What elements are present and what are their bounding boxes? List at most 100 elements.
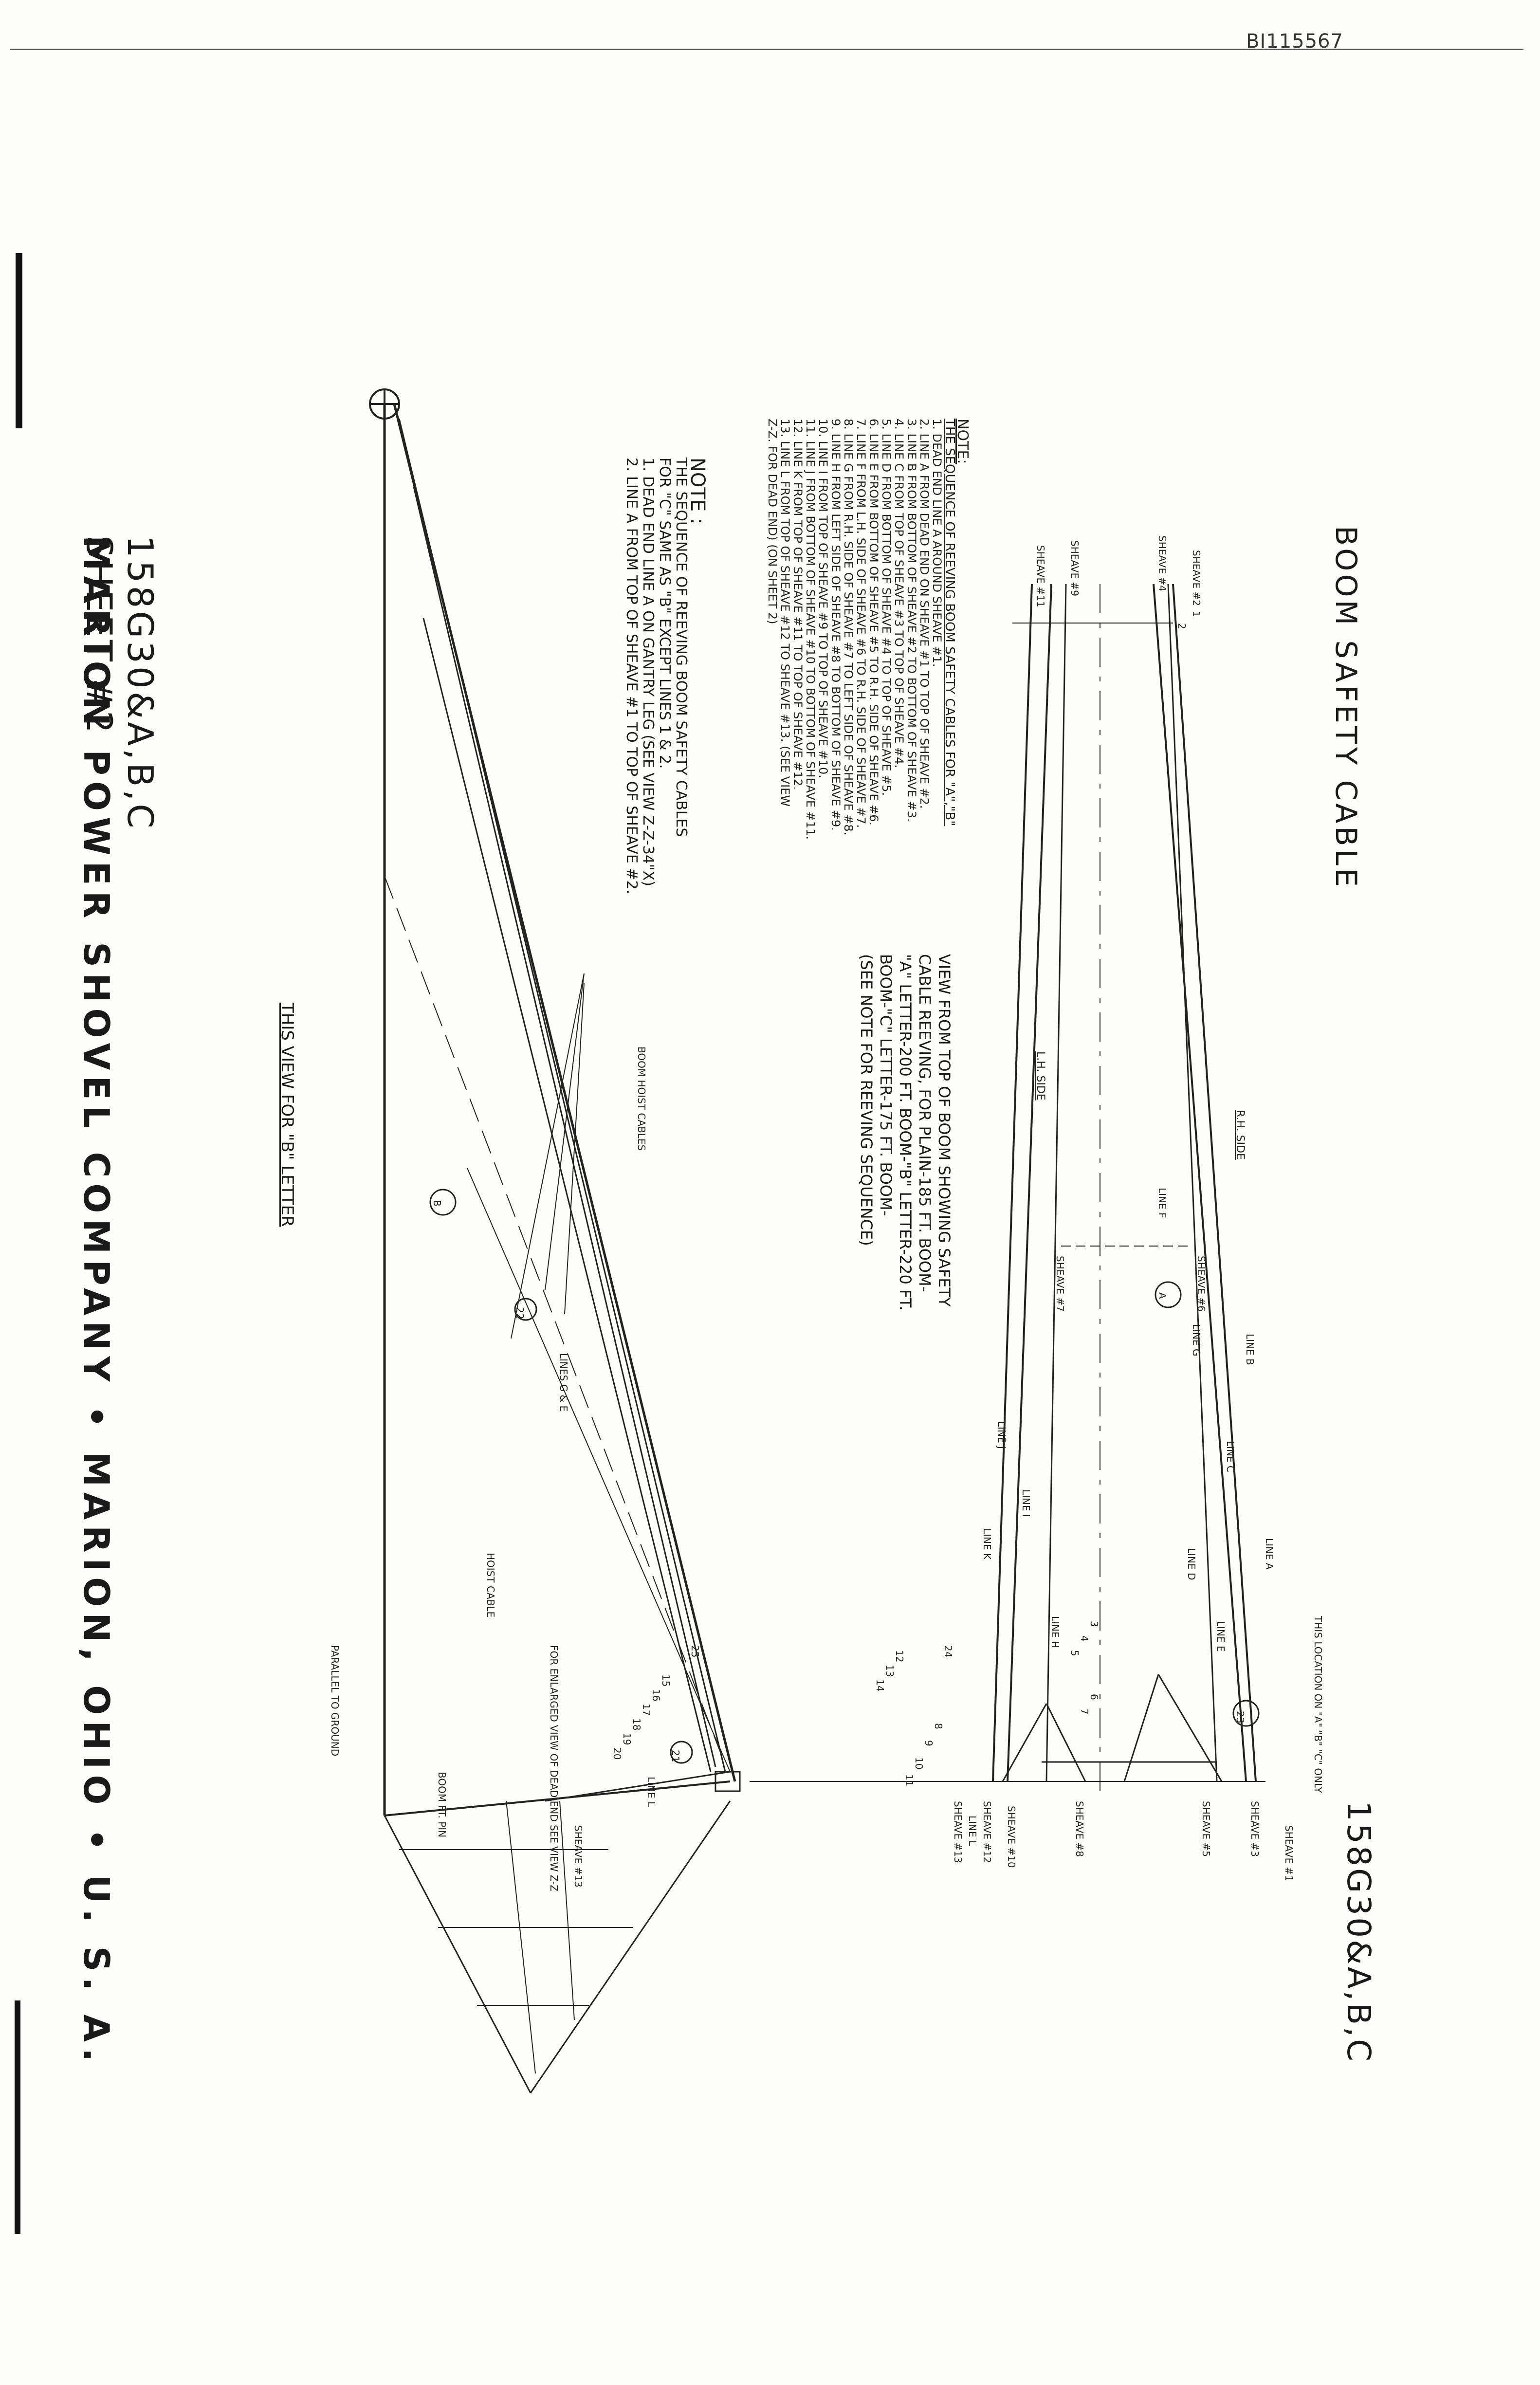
sheave-10-label: SHEAVE #10 <box>1006 1806 1017 1868</box>
caption-line: (SEE NOTE FOR REEVING SEQUENCE) <box>857 954 876 1246</box>
line-k-label: LINE K <box>981 1528 993 1560</box>
callout-13: 13 <box>884 1665 896 1677</box>
line-f-label: LINE F <box>1156 1188 1168 1218</box>
note-line: 8. LINE G FROM R.H. SIDE OF SHEAVE #7 TO… <box>842 419 855 836</box>
top-view-caption: VIEW FROM TOP OF BOOM SHOWING SAFETY CAB… <box>857 954 954 1311</box>
callout-16: 16 <box>650 1689 662 1702</box>
rh-side-label: R.H. SIDE <box>1234 1110 1246 1160</box>
enlarged-view-note: FOR ENLARGED VIEW OF DEAD END SEE VIEW Z… <box>548 1645 560 1891</box>
location-note: THIS LOCATION ON "A" "B" "C" ONLY <box>1312 1616 1324 1793</box>
note-line: 10. LINE I FROM TOP OF SHEAVE #9 TO TOP … <box>816 419 830 778</box>
callout-18: 18 <box>631 1718 642 1731</box>
sheave-12-label: SHEAVE #12 <box>981 1801 993 1863</box>
scan-mark-left-bottom <box>15 2000 20 2234</box>
callout-10: 10 <box>913 1757 925 1770</box>
callout-1: 1 <box>1191 611 1202 617</box>
callout-8: 8 <box>933 1723 944 1729</box>
callout-14: 14 <box>874 1679 886 1692</box>
note-line: Z-Z. FOR DEAD END) (ON SHEET 2) <box>766 419 779 624</box>
note-heading: NOTE: <box>954 419 971 464</box>
company-name: MARION POWER SHOVEL COMPANY • MARION, OH… <box>76 535 117 2068</box>
line-g-label: LINE G <box>1191 1324 1202 1357</box>
line-j-label: LINE J <box>996 1421 1008 1449</box>
note-line: 1. DEAD END LINE A AROUND SHEAVE #1. <box>930 419 944 667</box>
caption-line: BOOM-"C" LETTER-175 FT. BOOM- <box>877 954 895 1216</box>
sheet-number-right: 158G30&A,B,C <box>1340 1801 1377 2064</box>
callout-24: 24 <box>942 1645 954 1658</box>
sheave-13-label: SHEAVE #13 <box>952 1801 964 1863</box>
callout-25: 25 <box>689 1645 701 1658</box>
note2-line: FOR "C" SAME AS "B" EXCEPT LINES 1 & 2. <box>656 458 673 769</box>
hoist-cable-label: HOIST CABLE <box>485 1553 496 1618</box>
callout-b: B <box>431 1200 443 1207</box>
sheave-8-label: SHEAVE #8 <box>1074 1801 1085 1857</box>
callout-7: 7 <box>1079 1708 1090 1715</box>
note-line: 11. LINE J FROM BOTTOM OF SHEAVE #10 TO … <box>804 419 817 840</box>
top-rule <box>10 49 1523 50</box>
sheave-5-label: SHEAVE #5 <box>1200 1801 1212 1857</box>
note-subheading: THE SEQUENCE OF REEVING BOOM SAFETY CABL… <box>942 419 957 826</box>
sheave-3-label: SHEAVE #3 <box>1249 1801 1261 1857</box>
note-line: 9. LINE H FROM LEFT SIDE OF SHEAVE #8 TO… <box>829 419 843 831</box>
c-letter-reeving-note: NOTE : THE SEQUENCE OF REEVING BOOM SAFE… <box>623 458 709 895</box>
caption-line: "A" LETTER-200 FT. BOOM-"B" LETTER-220 F… <box>896 954 915 1311</box>
note-line: 12. LINE K FROM TOP OF SHEAVE #11 TO TOP… <box>791 419 805 790</box>
callout-a: A <box>1156 1292 1168 1299</box>
caption-line: VIEW FROM TOP OF BOOM SHOWING SAFETY <box>935 954 953 1307</box>
callout-17: 17 <box>641 1704 652 1716</box>
scan-mark-left-top <box>16 253 22 428</box>
callout-22: 22 <box>514 1307 526 1320</box>
sheave-7-label: SHEAVE #7 <box>1054 1256 1066 1312</box>
note2-line: 1. DEAD END LINE A ON GANTRY LEG (SEE VI… <box>640 458 657 886</box>
note2-heading: NOTE : <box>686 458 709 525</box>
parallel-to-ground-label: PARALLEL TO GROUND <box>329 1645 341 1757</box>
note-line: 2. LINE A FROM DEAD END ON SHEAVE #1 TO … <box>917 419 931 809</box>
callout-23: 23 <box>1234 1711 1246 1724</box>
sheave-4-label: SHEAVE #4 <box>1156 535 1168 591</box>
callout-2: 2 <box>1176 623 1188 629</box>
note-line: 6. LINE E FROM BOTTOM OF SHEAVE #5 TO R.… <box>867 419 880 826</box>
line-i-label: LINE I <box>1020 1489 1032 1517</box>
callout-5: 5 <box>1069 1650 1081 1656</box>
sheave-6-label: SHEAVE #6 <box>1195 1256 1207 1312</box>
note-line: 7. LINE F FROM L.H. SIDE OF SHEAVE #6 TO… <box>854 419 868 828</box>
caption-line: CABLE REEVING, FOR PLAIN-185 FT. BOOM- <box>916 954 934 1292</box>
line-l-label: LINE L <box>967 1816 978 1846</box>
note-line: 3. LINE B FROM BOTTOM OF SHEAVE #2 TO BO… <box>905 419 918 822</box>
lines-g-e-label: LINES G & E <box>558 1353 569 1412</box>
side-sheave-13-label: SHEAVE #13 <box>572 1825 584 1888</box>
callout-3: 3 <box>1088 1621 1100 1627</box>
callout-19: 19 <box>621 1733 633 1745</box>
boom-safety-cable-title: BOOM SAFETY CABLE <box>1329 526 1363 890</box>
lh-side-label: L.H. SIDE <box>1034 1051 1046 1101</box>
note2-line: 2. LINE A FROM TOP OF SHEAVE #1 TO TOP O… <box>623 458 640 895</box>
line-b-label: LINE B <box>1244 1334 1256 1365</box>
sheave-9-label: SHEAVE #9 <box>1069 540 1081 596</box>
sheave-11-label: SHEAVE #11 <box>1035 545 1046 607</box>
note-line: 13. LINE L FROM TOP OF SHEAVE #12 TO SHE… <box>778 419 792 807</box>
note-line: 4. LINE C FROM TOP OF SHEAVE #3 TO TOP O… <box>892 419 906 769</box>
line-e-label: LINE E <box>1215 1621 1227 1652</box>
side-line-l-label: LINE L <box>645 1777 657 1807</box>
top-view-linework <box>750 584 1265 1791</box>
b-letter-view-caption: THIS VIEW FOR "B" LETTER <box>277 1003 297 1227</box>
callout-20: 20 <box>611 1747 623 1760</box>
callout-9: 9 <box>923 1740 935 1746</box>
sheave-1-label: SHEAVE #1 <box>1283 1825 1295 1881</box>
note2-line: THE SEQUENCE OF REEVING BOOM SAFETY CABL… <box>673 458 690 837</box>
sheet-code: 158G30&A,B,C <box>120 535 161 831</box>
note-line: 5. LINE D FROM BOTTOM OF SHEAVE #4 TO TO… <box>880 419 893 796</box>
line-h-label: LINE H <box>1049 1616 1061 1649</box>
boom-hoist-cables-label: BOOM HOIST CABLES <box>636 1046 647 1151</box>
line-c-label: LINE C <box>1225 1441 1236 1472</box>
callout-4: 4 <box>1079 1635 1090 1642</box>
callout-15: 15 <box>660 1674 672 1687</box>
line-a-label: LINE A <box>1264 1538 1275 1570</box>
callout-6: 6 <box>1088 1694 1100 1700</box>
callout-21: 21 <box>670 1750 681 1762</box>
line-d-label: LINE D <box>1186 1548 1197 1580</box>
callout-11: 11 <box>903 1774 915 1787</box>
callout-12: 12 <box>894 1650 905 1663</box>
